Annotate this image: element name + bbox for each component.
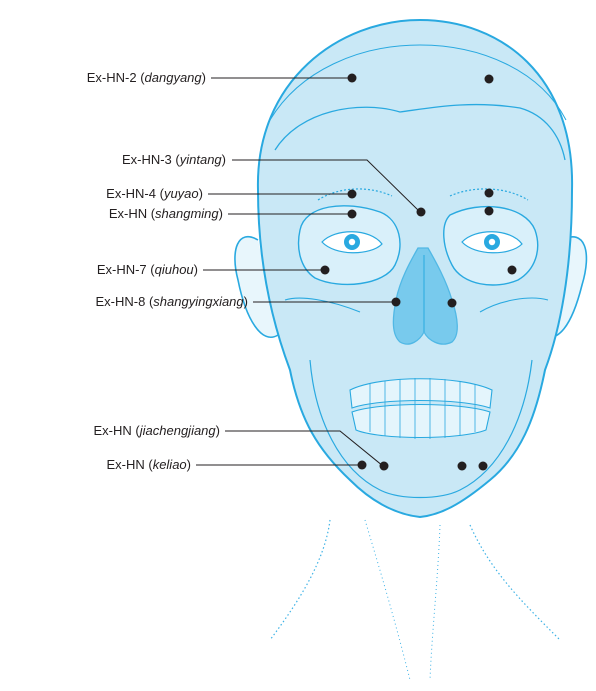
point-shangming-left bbox=[348, 210, 357, 219]
point-labels: Ex-HN-2 (dangyang) Ex-HN-3 (yintang) Ex-… bbox=[87, 70, 248, 472]
point-jiachengjiang-left bbox=[380, 462, 389, 471]
label-qiuhou: Ex-HN-7 (qiuhou) bbox=[97, 262, 198, 277]
point-yuyao-right bbox=[485, 189, 494, 198]
neck-outline bbox=[270, 520, 560, 640]
point-dangyang-left bbox=[348, 74, 357, 83]
point-dangyang-right bbox=[485, 75, 494, 84]
point-qiuhou-right bbox=[508, 266, 517, 275]
point-jiachengjiang-right bbox=[458, 462, 467, 471]
label-keliao: Ex-HN (keliao) bbox=[106, 457, 191, 472]
point-yuyao-left bbox=[348, 190, 357, 199]
lower-teeth bbox=[352, 405, 490, 438]
point-keliao-right bbox=[479, 462, 488, 471]
point-qiuhou-left bbox=[321, 266, 330, 275]
label-yintang: Ex-HN-3 (yintang) bbox=[122, 152, 226, 167]
point-shangming-right bbox=[485, 207, 494, 216]
label-yuyao: Ex-HN-4 (yuyao) bbox=[106, 186, 203, 201]
point-keliao-left bbox=[358, 461, 367, 470]
left-pupil bbox=[349, 239, 355, 245]
neck-tendon bbox=[365, 520, 440, 680]
point-shangyingxiang-right bbox=[448, 299, 457, 308]
right-pupil bbox=[489, 239, 495, 245]
point-shangyingxiang-left bbox=[392, 298, 401, 307]
point-yintang bbox=[417, 208, 426, 217]
label-shangming: Ex-HN (shangming) bbox=[109, 206, 223, 221]
label-shangyingxiang: Ex-HN-8 (shangyingxiang) bbox=[96, 294, 249, 309]
label-jiachengjiang: Ex-HN (jiachengjiang) bbox=[94, 423, 220, 438]
head-illustration bbox=[235, 20, 587, 680]
label-dangyang: Ex-HN-2 (dangyang) bbox=[87, 70, 206, 85]
